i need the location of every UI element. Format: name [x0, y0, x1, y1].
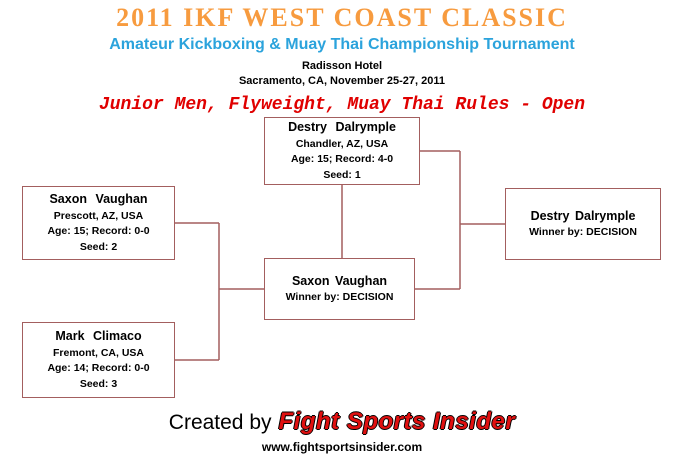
- fighter-seed: Seed: 1: [323, 168, 361, 181]
- footer: Created by Fight Sports Insider www.fight…: [0, 408, 684, 454]
- fighter-name: Saxon Vaughan: [49, 192, 148, 207]
- fighter-location: Fremont, CA, USA: [52, 346, 144, 359]
- winner-method: Winner by: DECISION: [285, 291, 394, 304]
- fighter-age-record: Age: 14; Record: 0-0: [47, 362, 150, 375]
- venue-name: Radisson Hotel: [301, 60, 383, 72]
- winner-name: Saxon Vaughan: [291, 274, 388, 289]
- fighter-seed: Seed: 3: [79, 377, 118, 390]
- division-title: Junior Men, Flyweight, Muay Thai Rules -…: [98, 95, 586, 115]
- page-title: 2011 IKF West Coast Classic: [116, 3, 568, 32]
- fighter-age-record: Age: 15; Record: 4-0: [290, 153, 394, 166]
- website-url: www.fightsportsinsider.com: [261, 440, 423, 454]
- header: 2011 IKF West Coast Classic Amateur Kick…: [0, 0, 684, 115]
- fighter-location: Prescott, AZ, USA: [53, 209, 144, 222]
- fighter-location: Chandler, AZ, USA: [295, 137, 389, 150]
- brand-logo-text: Fight Sports Insider: [278, 408, 516, 435]
- semifinal-winner-box: Saxon Vaughan Winner by: DECISION: [264, 258, 415, 320]
- created-by-text: Created by: [168, 411, 272, 434]
- final-winner-box: Destry Dalrymple Winner by: DECISION: [505, 188, 661, 260]
- location-date: Sacramento, CA, November 25-27, 2011: [238, 75, 446, 87]
- fighter-box-seed1: Destry Dalrymple Chandler, AZ, USA Age: …: [264, 117, 420, 185]
- winner-method: Winner by: DECISION: [529, 226, 637, 239]
- fighter-box-seed2: Saxon Vaughan Prescott, AZ, USA Age: 15;…: [22, 186, 175, 260]
- fighter-age-record: Age: 15; Record: 0-0: [47, 225, 150, 238]
- fighter-seed: Seed: 2: [79, 240, 118, 253]
- credit-line: Created by Fight Sports Insider: [0, 408, 684, 436]
- tournament-subtitle: Amateur Kickboxing & Muay Thai Champions…: [109, 36, 575, 53]
- winner-name: Destry Dalrymple: [530, 209, 636, 224]
- fighter-box-seed3: Mark Climaco Fremont, CA, USA Age: 14; R…: [22, 322, 175, 398]
- fighter-name: Mark Climaco: [55, 329, 142, 344]
- fighter-name: Destry Dalrymple: [288, 120, 396, 135]
